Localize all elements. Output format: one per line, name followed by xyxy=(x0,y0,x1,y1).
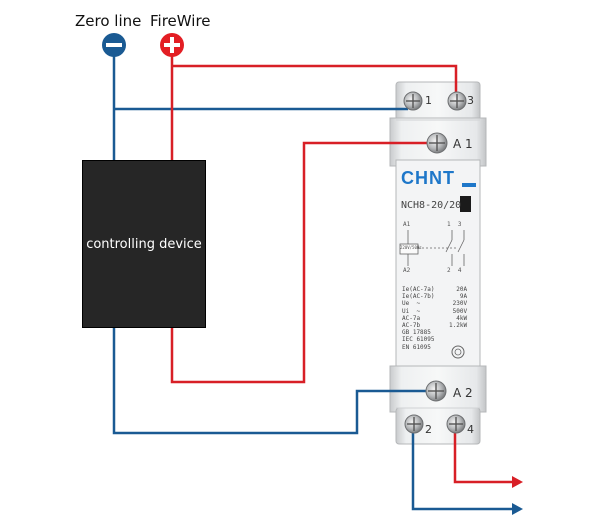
schematic-a2-label: A2 xyxy=(403,267,411,274)
terminal-3-label: 3 xyxy=(467,94,474,107)
terminal-1-label: 1 xyxy=(425,94,432,107)
screw-terminal-icon xyxy=(425,380,447,402)
contactor-schematic xyxy=(399,230,465,266)
certification-mark-icon xyxy=(451,345,465,359)
contactor-front xyxy=(395,159,481,371)
zero-line-label: Zero line xyxy=(75,12,142,30)
terminal-a2-label: A 2 xyxy=(453,386,473,400)
zero-wire-device-to-a2 xyxy=(112,326,428,435)
terminal-2-label: 2 xyxy=(425,423,432,436)
minus-icon xyxy=(102,33,126,57)
firewire-label: FireWire xyxy=(150,12,211,30)
fire-wire-device-to-a1 xyxy=(170,141,430,384)
fire-wire-to-t3 xyxy=(172,64,458,100)
arrow-right-icon xyxy=(512,476,523,488)
schematic-a1-label: A1 xyxy=(403,221,411,228)
arrow-right-icon xyxy=(512,503,523,515)
schematic-coil-label: 220V/50Hz xyxy=(400,245,422,250)
controlling-device-label: controlling device xyxy=(86,236,202,252)
screw-terminals xyxy=(403,91,467,434)
contactor-specs-left: Ie(AC-7a) Ie(AC-7b) Ue ~ Ui ~ AC-7a AC-7… xyxy=(402,286,435,351)
terminal-a1-label: A 1 xyxy=(453,137,473,151)
fire-wire-out xyxy=(453,428,515,484)
schematic-bottom-numbers: 2 4 xyxy=(447,267,462,274)
indicator-window xyxy=(460,196,471,212)
contactor xyxy=(389,81,487,445)
controlling-device: controlling device xyxy=(82,160,206,328)
wires xyxy=(112,52,515,511)
contactor-model: NCH8-20/20 xyxy=(401,200,462,211)
brand-bar-icon xyxy=(462,183,476,187)
plus-icon xyxy=(160,33,184,57)
screw-terminal-icon xyxy=(447,91,467,111)
screw-terminal-icon xyxy=(426,132,448,154)
contactor-specs-right: 20A 9A 230V 500V 4kW 1.2kW xyxy=(449,286,468,330)
zero-wire-out xyxy=(411,428,515,511)
terminal-4-label: 4 xyxy=(467,423,474,436)
screw-terminal-icon xyxy=(403,91,423,111)
certification-mark-inner xyxy=(454,348,462,356)
screw-terminal-icon xyxy=(404,414,424,434)
schematic-top-numbers: 1 3 xyxy=(447,221,462,228)
contactor-brand: CHNT xyxy=(401,168,455,188)
screw-terminal-icon xyxy=(446,414,466,434)
